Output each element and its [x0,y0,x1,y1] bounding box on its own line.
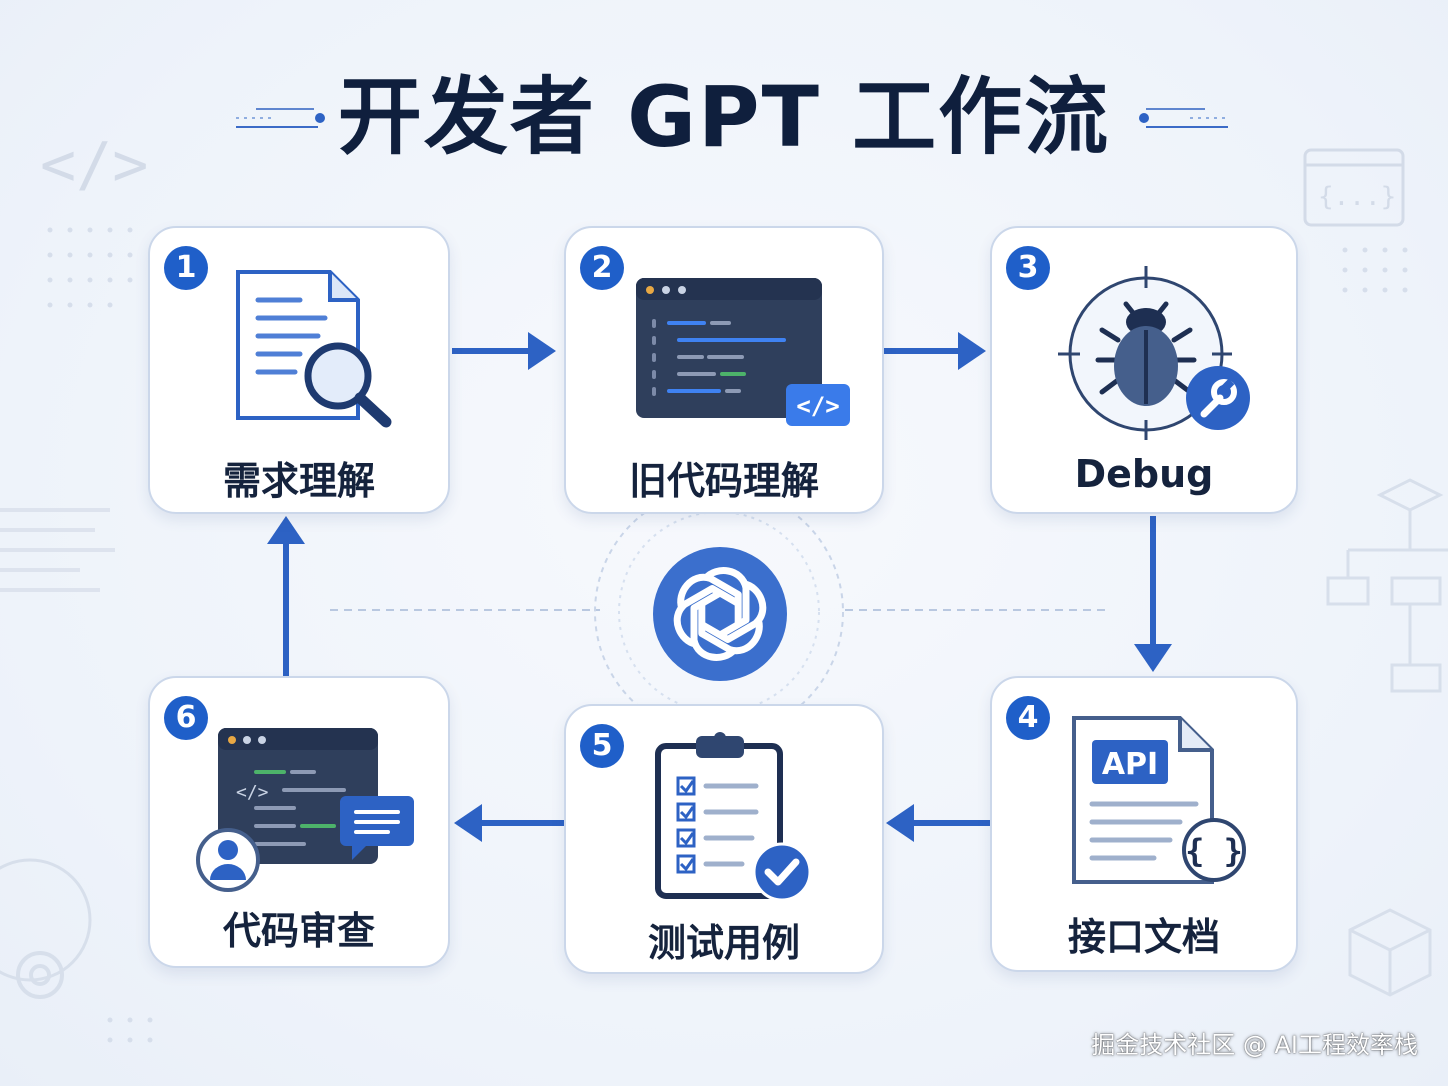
step-label-5: 测试用例 [647,921,800,965]
watermark-text: 掘金技术社区 @ AI工程效率栈 [1091,1031,1418,1059]
step-badge-1: 1 [164,246,208,290]
arrow-6-to-1 [267,516,305,676]
step-card-4: 4 API { } 接口文档 [990,676,1298,972]
step-card-3: 3 Debug [990,226,1298,514]
step-label-3: Debug [1074,452,1214,496]
title-area: 开发者 GPT 工作流 [0,62,1448,172]
step-badge-6: 6 [164,696,208,740]
step-card-5: 5 测试用例 [564,704,884,974]
arrow-4-to-5 [886,804,990,842]
page-title: 开发者 GPT 工作流 [337,68,1111,166]
step-label-4: 接口文档 [1067,915,1220,959]
step-badge-4: 4 [1006,696,1050,740]
api-tag-text: API [1102,747,1158,782]
step-label-2: 旧代码理解 [628,459,819,503]
step-card-6: 6 </> 代码审查 [148,676,450,968]
arrow-2-to-3 [884,332,986,370]
code-tag-text: </> [796,392,839,420]
gpt-logo-icon [653,547,787,681]
api-document-icon: API { } [1072,716,1246,884]
bug-target-icon [1058,266,1250,440]
step-badge-3: 3 [1006,246,1050,290]
review-code-tag: </> [236,782,269,803]
arrow-3-to-4 [1134,516,1172,672]
step-badge-2: 2 [580,246,624,290]
arrow-1-to-2 [452,332,556,370]
test-clipboard-icon [655,732,812,902]
code-editor-icon: </> [636,278,850,426]
step-label-1: 需求理解 [222,459,375,503]
title-deco-right [1139,108,1230,128]
step-card-2: 2 </> 旧代码理解 [564,226,884,514]
document-search-icon [236,270,392,428]
step-badge-5: 5 [580,724,624,768]
code-review-icon: </> [196,728,414,892]
bg-code-icon: </> [40,130,148,200]
step-label-6: 代码审查 [222,909,375,953]
bg-braces-icon: {...} [1318,182,1396,212]
arrow-5-to-6 [454,804,564,842]
title-deco-left [236,108,325,128]
step-card-1: 1 需求理解 [148,226,450,514]
braces-text: { } [1185,832,1243,870]
